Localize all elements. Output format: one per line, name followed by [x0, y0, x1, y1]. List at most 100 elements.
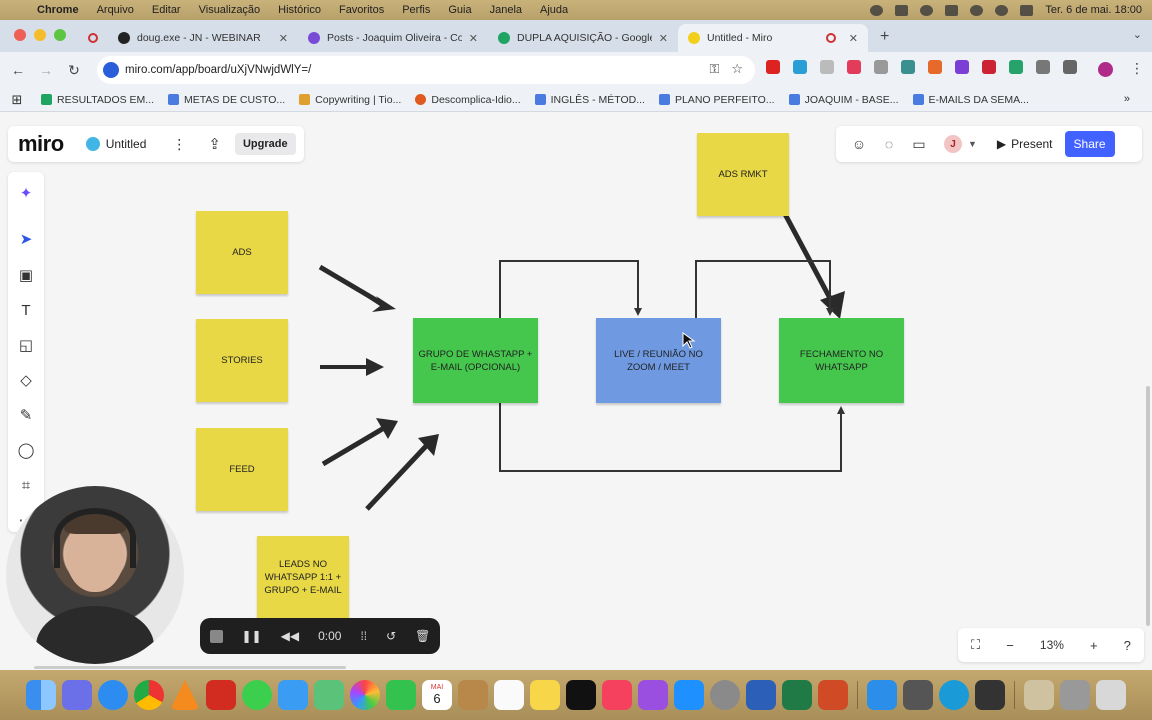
extension-icon[interactable]: [928, 60, 942, 74]
address-bar[interactable]: miro.com/app/board/uXjVNwjdWlY=/ ⚿ ☆: [97, 56, 755, 84]
reactions-icon[interactable]: ☺: [851, 136, 867, 152]
automator-icon[interactable]: [903, 680, 933, 710]
miro-logo[interactable]: miro: [18, 131, 64, 156]
screen-capture-icon[interactable]: [867, 680, 897, 710]
recorder-app-icon[interactable]: [975, 680, 1005, 710]
horizontal-scrollbar[interactable]: [34, 666, 346, 669]
reload-button[interactable]: ↻: [68, 61, 80, 78]
tab-search-icon[interactable]: ⌄: [1132, 29, 1142, 41]
contacts-icon[interactable]: [458, 680, 488, 710]
bookmark-item[interactable]: INGLÊS - MÉTOD...: [528, 94, 652, 106]
bookmark-item[interactable]: Descomplica-Idio...: [408, 94, 527, 106]
close-tab-icon[interactable]: ✕: [848, 32, 858, 45]
drag-handle-icon[interactable]: ⁞⁞: [360, 629, 368, 643]
stop-recording-button[interactable]: [209, 629, 223, 643]
export-icon[interactable]: ⇪: [208, 136, 221, 153]
menu-item[interactable]: Janela: [489, 4, 523, 16]
menu-item[interactable]: Arquivo: [96, 4, 134, 16]
extension-icon[interactable]: [1036, 60, 1050, 74]
extension-icon[interactable]: [955, 60, 969, 74]
browser-tab[interactable]: doug.exe - JN - WEBINAR ✕: [108, 24, 298, 52]
apps-grid-icon[interactable]: ⊞: [11, 91, 23, 107]
chrome-menu-icon[interactable]: ⋮: [1130, 60, 1144, 76]
chevron-down-icon[interactable]: ▼: [968, 139, 977, 149]
zoom-in-button[interactable]: +: [1090, 637, 1098, 653]
webcam-overlay[interactable]: [6, 486, 184, 664]
minimize-window-button[interactable]: [34, 29, 46, 41]
bookmark-item[interactable]: PLANO PERFEITO...: [652, 94, 782, 106]
search-icon[interactable]: [995, 4, 1009, 16]
extension-icon[interactable]: [847, 60, 861, 74]
sticky-note-stories[interactable]: STORIES: [196, 319, 288, 402]
sticky-note-ads-rmkt[interactable]: ADS RMKT: [697, 133, 789, 216]
fit-screen-icon[interactable]: ⛶: [971, 637, 981, 652]
upgrade-button[interactable]: Upgrade: [234, 133, 296, 155]
close-window-button[interactable]: [14, 29, 26, 41]
ai-sparkle-icon[interactable]: ✦: [19, 185, 33, 202]
bookmark-item[interactable]: METAS DE CUSTO...: [161, 94, 292, 106]
vertical-scrollbar[interactable]: [1146, 386, 1150, 626]
forward-button[interactable]: →: [39, 62, 53, 78]
extension-icon[interactable]: [820, 60, 834, 74]
video-call-icon[interactable]: ▭: [912, 135, 926, 152]
user-avatar[interactable]: J: [944, 135, 962, 153]
chrome-icon[interactable]: [134, 680, 164, 710]
share-button[interactable]: Share: [1064, 131, 1115, 157]
pause-icon[interactable]: ❚❚: [241, 629, 262, 643]
extension-icon[interactable]: [901, 60, 915, 74]
music-icon[interactable]: [602, 680, 632, 710]
menu-item[interactable]: Guia: [448, 4, 472, 16]
new-tab-button[interactable]: +: [880, 28, 890, 45]
select-tool-icon[interactable]: ➤: [19, 231, 33, 248]
zoom-window-button[interactable]: [54, 29, 66, 41]
wifi-icon[interactable]: [970, 4, 984, 16]
more-bookmarks-icon[interactable]: »: [1123, 93, 1130, 105]
photos-icon[interactable]: [350, 680, 380, 710]
notes-icon[interactable]: [530, 680, 560, 710]
bookmark-star-icon[interactable]: ☆: [731, 61, 743, 76]
menu-item[interactable]: Ajuda: [540, 4, 569, 16]
app-store-icon[interactable]: [674, 680, 704, 710]
comment-tool-icon[interactable]: ◯: [17, 442, 35, 459]
close-tab-icon[interactable]: ✕: [468, 32, 478, 45]
menu-item[interactable]: Perfis: [402, 4, 431, 16]
mail-icon[interactable]: [278, 680, 308, 710]
maps-icon[interactable]: [314, 680, 344, 710]
facetime-icon[interactable]: [386, 680, 416, 710]
extension-icon[interactable]: [982, 60, 996, 74]
help-icon[interactable]: ?: [1123, 637, 1131, 653]
menu-item[interactable]: Histórico: [278, 4, 321, 16]
downloads-stack-icon[interactable]: [1024, 680, 1054, 710]
trash-icon[interactable]: [1096, 680, 1126, 710]
miro-canvas[interactable]: ADS STORIES FEED LEADS NO WHATSAPP 1:1 +…: [0, 112, 1152, 670]
sticky-note-feed[interactable]: FEED: [196, 428, 288, 511]
sticky-note-fechamento[interactable]: FECHAMENTO NO WHATSAPP: [779, 318, 904, 403]
messages-icon[interactable]: [242, 680, 272, 710]
comments-icon[interactable]: ◌: [884, 136, 894, 152]
menu-item[interactable]: Editar: [151, 4, 181, 16]
apple-tv-icon[interactable]: [566, 680, 596, 710]
safari-icon[interactable]: [98, 680, 128, 710]
pen-tool-icon[interactable]: ✎: [19, 407, 33, 424]
menu-item[interactable]: Visualização: [198, 4, 261, 16]
status-icon[interactable]: [870, 4, 884, 16]
finder-icon[interactable]: [26, 680, 56, 710]
acrobat-icon[interactable]: [206, 680, 236, 710]
recording-tab-indicator[interactable]: [78, 24, 108, 52]
shapes-tool-icon[interactable]: ◇: [20, 372, 32, 389]
extension-icon[interactable]: [1009, 60, 1023, 74]
frame-tool-icon[interactable]: ⌗: [21, 476, 31, 494]
board[interactable]: ADS STORIES FEED LEADS NO WHATSAPP 1:1 +…: [0, 112, 1152, 670]
templates-icon[interactable]: ▣: [18, 267, 34, 284]
reminders-icon[interactable]: [494, 680, 524, 710]
powerpoint-icon[interactable]: [818, 680, 848, 710]
profile-avatar[interactable]: [1098, 62, 1113, 77]
camera-app-icon[interactable]: [939, 680, 969, 710]
bookmark-item[interactable]: JOAQUIM - BASE...: [782, 94, 906, 106]
battery-icon[interactable]: [945, 4, 959, 16]
status-icon[interactable]: [920, 4, 934, 16]
word-icon[interactable]: [746, 680, 776, 710]
extension-icon[interactable]: [766, 60, 780, 74]
back-button[interactable]: ←: [11, 62, 25, 78]
